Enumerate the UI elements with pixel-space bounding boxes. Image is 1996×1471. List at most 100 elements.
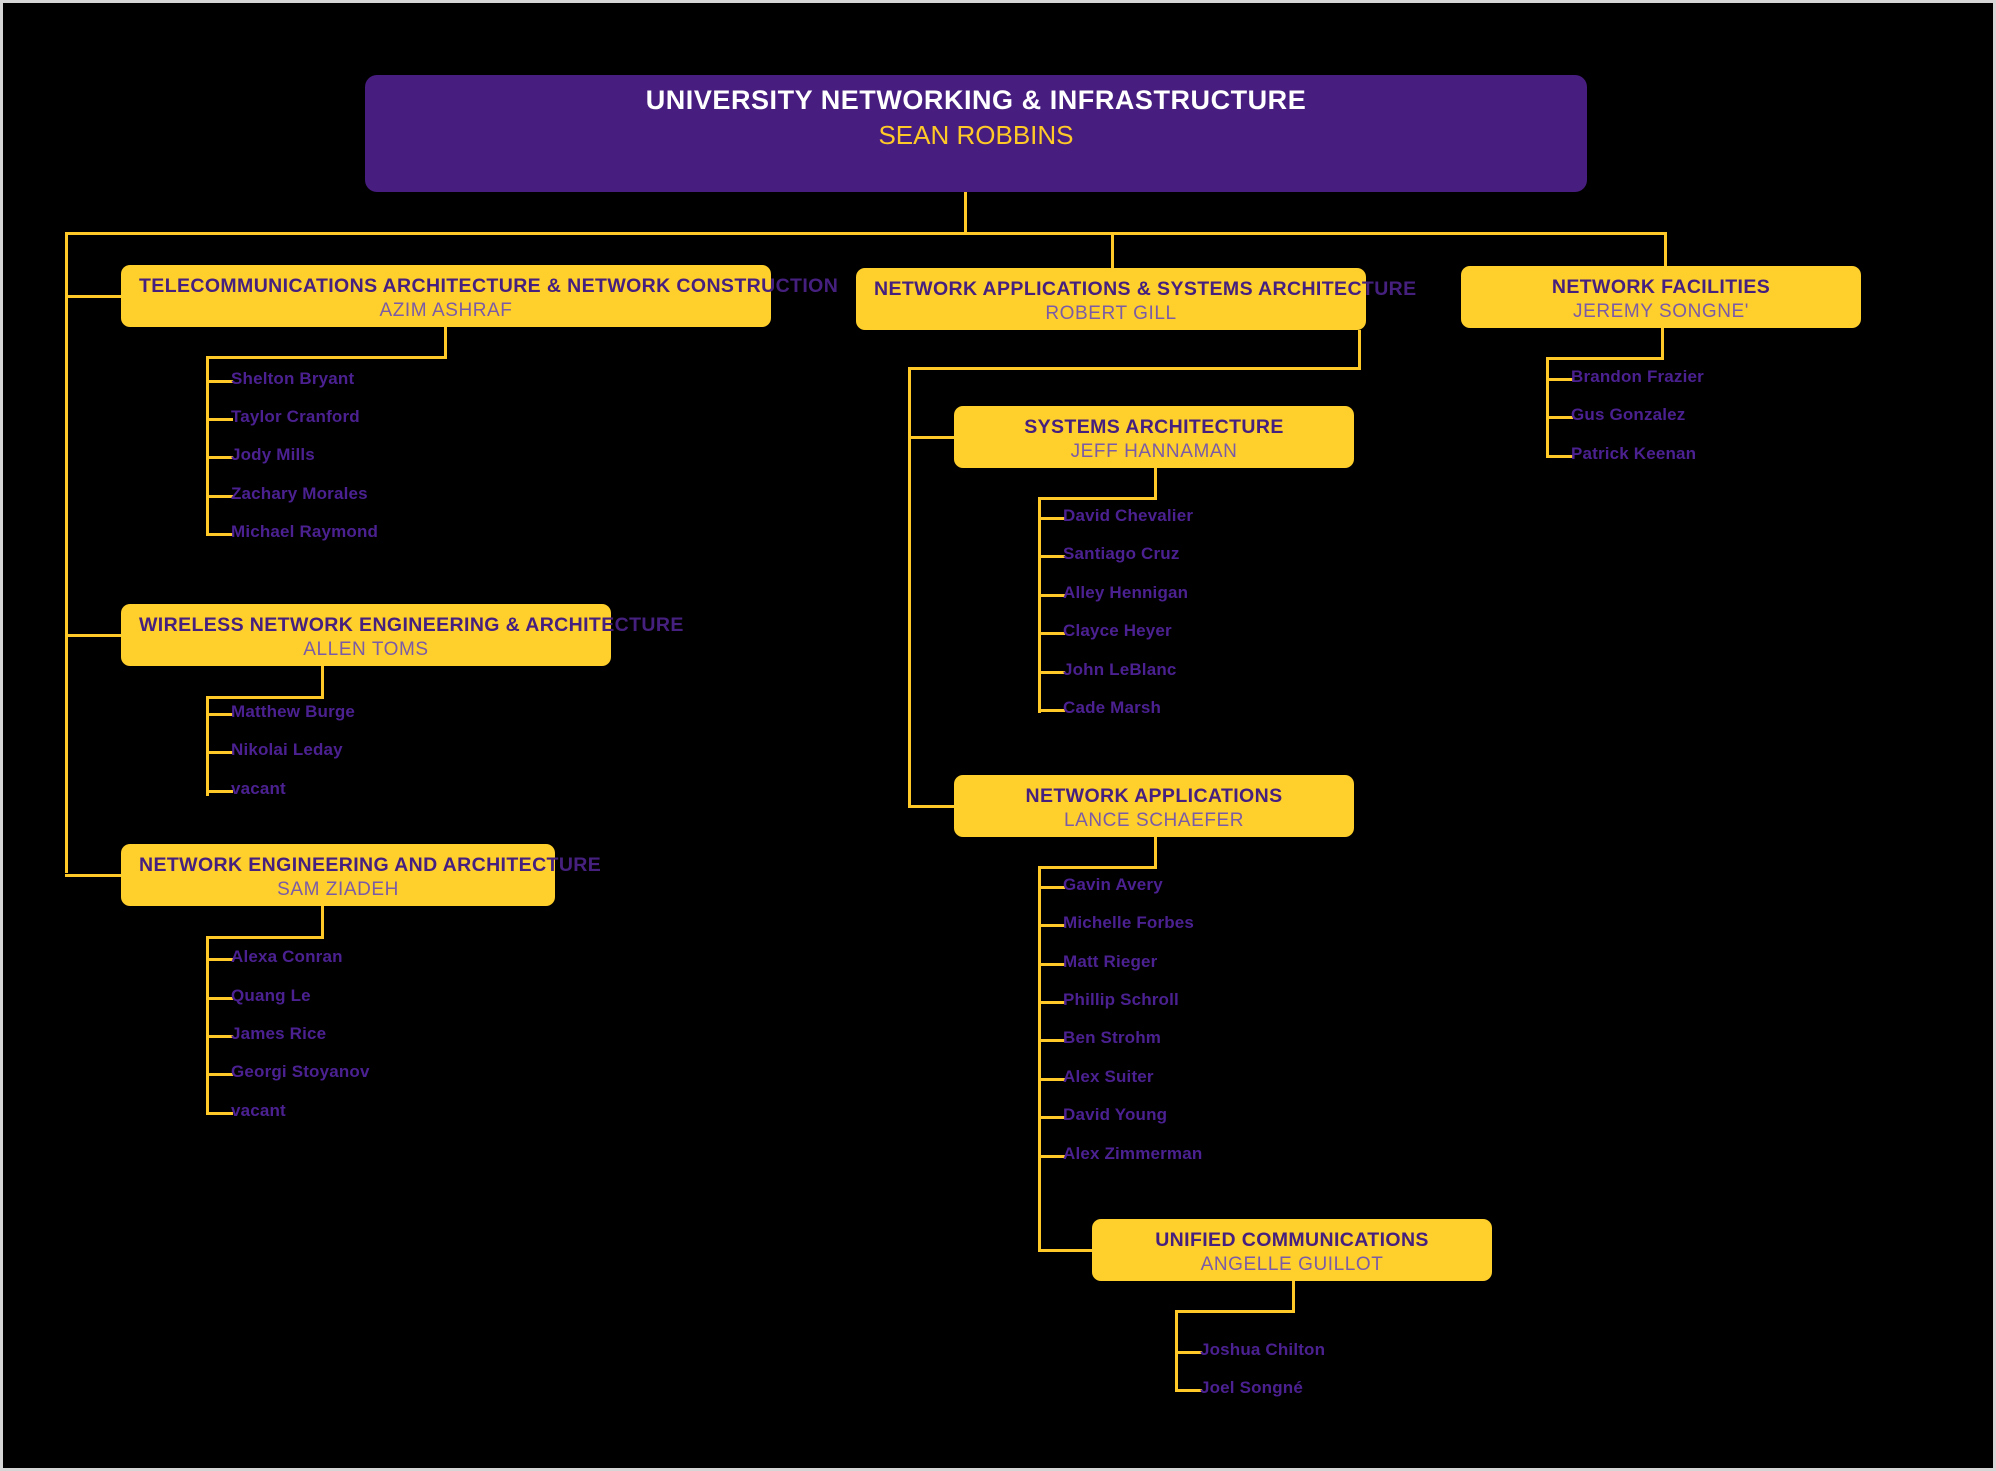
connector-telecom-tick bbox=[206, 456, 233, 459]
connector-telecom-tick bbox=[206, 533, 233, 536]
node-systems-architecture[interactable]: SYSTEMS ARCHITECTURE JEFF HANNAMAN bbox=[954, 406, 1354, 468]
node-title: NETWORK FACILITIES bbox=[1551, 276, 1771, 298]
node-person: SEAN ROBBINS bbox=[878, 119, 1074, 150]
node-title: NETWORK APPLICATIONS & SYSTEMS ARCHITECT… bbox=[874, 278, 1417, 300]
staff-name: David Young bbox=[1063, 1105, 1168, 1124]
staff-name: Zachary Morales bbox=[231, 484, 368, 503]
connector-telecom-tick bbox=[206, 380, 233, 383]
staff-name: Alex Zimmerman bbox=[1063, 1144, 1203, 1163]
connector-wireless-elbow bbox=[206, 696, 324, 699]
connector-left-spine bbox=[65, 232, 68, 873]
connector-facilities-tick bbox=[1546, 416, 1573, 419]
node-title: UNIFIED COMMUNICATIONS bbox=[1155, 1229, 1429, 1251]
node-person: ANGELLE GUILLOT bbox=[1200, 1254, 1384, 1275]
staff-name: Quang Le bbox=[231, 986, 311, 1005]
staff-name: Ben Strohm bbox=[1063, 1028, 1162, 1047]
connector-facilities-tick bbox=[1546, 378, 1573, 381]
connector-wireless-staff-spine bbox=[206, 696, 209, 796]
connector-sysarch-tick bbox=[1038, 517, 1065, 520]
node-wireless-network-engineering[interactable]: WIRELESS NETWORK ENGINEERING & ARCHITECT… bbox=[121, 604, 683, 666]
connector-netengarch-elbow bbox=[206, 936, 324, 939]
staff-name: Shelton Bryant bbox=[231, 369, 355, 388]
staff-name: Gavin Avery bbox=[1063, 875, 1163, 894]
staff-name: Michelle Forbes bbox=[1063, 913, 1195, 932]
connector-netapps-tick bbox=[1038, 1155, 1065, 1158]
connector-facilities-elbow bbox=[1546, 357, 1664, 360]
connector-middle-sub-elbow bbox=[908, 367, 1361, 370]
node-unified-communications[interactable]: UNIFIED COMMUNICATIONS ANGELLE GUILLOT bbox=[1092, 1219, 1492, 1281]
staff-name: Matt Rieger bbox=[1063, 952, 1158, 971]
connector-telecom-tick bbox=[206, 418, 233, 421]
node-title: TELECOMMUNICATIONS ARCHITECTURE & NETWOR… bbox=[139, 275, 839, 297]
staff-name: Alex Suiter bbox=[1063, 1067, 1154, 1086]
connector-sysarch-tick bbox=[1038, 671, 1065, 674]
connector-unified-staff-spine bbox=[1175, 1310, 1178, 1389]
staff-name: Phillip Schroll bbox=[1063, 990, 1179, 1009]
connector-unified-elbow bbox=[1175, 1310, 1295, 1313]
connector-unified-drop bbox=[1292, 1281, 1295, 1312]
node-network-facilities[interactable]: NETWORK FACILITIES JEREMY SONGNE' bbox=[1461, 266, 1861, 328]
connector-netengarch-staff-spine bbox=[206, 936, 209, 1114]
node-person: ROBERT GILL bbox=[1045, 303, 1177, 324]
connector-sysarch-tick bbox=[1038, 555, 1065, 558]
node-root-university-networking[interactable]: UNIVERSITY NETWORKING & INFRASTRUCTURE S… bbox=[365, 75, 1587, 192]
connector-sysarch-tick bbox=[1038, 594, 1065, 597]
staff-name: Joel Songné bbox=[1200, 1378, 1303, 1397]
connector-middle-drop bbox=[1111, 232, 1114, 268]
node-person: ALLEN TOMS bbox=[303, 639, 429, 660]
connector-facilities-drop bbox=[1661, 328, 1664, 359]
staff-name: Alexa Conran bbox=[231, 947, 343, 966]
connector-left-stub-wireless bbox=[65, 634, 125, 637]
connector-netapps-tick bbox=[1038, 1039, 1065, 1042]
staff-name: Gus Gonzalez bbox=[1571, 405, 1686, 424]
staff-name: John LeBlanc bbox=[1063, 660, 1177, 679]
node-network-engineering-architecture[interactable]: NETWORK ENGINEERING AND ARCHITECTURE SAM… bbox=[121, 844, 601, 906]
connector-root-stem bbox=[964, 192, 967, 234]
node-person: JEFF HANNAMAN bbox=[1070, 441, 1238, 462]
connector-sysarch-elbow bbox=[1038, 497, 1157, 500]
connector-telecom-tick bbox=[206, 495, 233, 498]
connector-facilities-tick bbox=[1546, 455, 1573, 458]
connector-left-stub-netengarch bbox=[65, 874, 125, 877]
staff-name: Jody Mills bbox=[231, 445, 315, 464]
connector-sysarch-staff-spine bbox=[1038, 497, 1041, 713]
connector-middle-stub-sysarch bbox=[908, 436, 958, 439]
node-person: JEREMY SONGNE' bbox=[1573, 301, 1749, 322]
connector-netapps-tick bbox=[1038, 1116, 1065, 1119]
staff-name: Clayce Heyer bbox=[1063, 621, 1172, 640]
connector-wireless-drop bbox=[321, 666, 324, 698]
node-title: NETWORK APPLICATIONS bbox=[1025, 785, 1283, 807]
connector-netapps-staff-spine bbox=[1038, 866, 1041, 1252]
connector-facilities-staff-spine bbox=[1546, 357, 1549, 457]
connector-main-bus bbox=[65, 232, 1667, 235]
connector-wireless-tick bbox=[206, 751, 233, 754]
connector-netapps-tick bbox=[1038, 1001, 1065, 1004]
node-title: UNIVERSITY NETWORKING & INFRASTRUCTURE bbox=[645, 85, 1307, 115]
connector-wireless-tick bbox=[206, 790, 233, 793]
connector-middle-sub-spine bbox=[908, 367, 911, 807]
connector-netengarch-tick bbox=[206, 1073, 233, 1076]
node-network-applications[interactable]: NETWORK APPLICATIONS LANCE SCHAEFER bbox=[954, 775, 1354, 837]
node-person: SAM ZIADEH bbox=[277, 879, 399, 900]
connector-middle-stub-unified bbox=[1038, 1249, 1095, 1252]
staff-name: Nikolai Leday bbox=[231, 740, 343, 759]
connector-middle-stub-netapps bbox=[908, 805, 958, 808]
staff-name: Matthew Burge bbox=[231, 702, 356, 721]
connector-middle-sub-drop bbox=[1358, 330, 1361, 369]
connector-netengarch-tick bbox=[206, 958, 233, 961]
connector-netapps-tick bbox=[1038, 963, 1065, 966]
connector-wireless-tick bbox=[206, 713, 233, 716]
node-telecommunications-architecture[interactable]: TELECOMMUNICATIONS ARCHITECTURE & NETWOR… bbox=[121, 265, 839, 327]
connector-sysarch-tick bbox=[1038, 709, 1065, 712]
connector-left-stub-telecom bbox=[65, 295, 125, 298]
connector-netapps-drop bbox=[1154, 837, 1157, 868]
connector-telecom-elbow bbox=[206, 356, 447, 359]
staff-name: Patrick Keenan bbox=[1571, 444, 1697, 463]
connector-netengarch-tick bbox=[206, 997, 233, 1000]
staff-name: Michael Raymond bbox=[231, 522, 379, 541]
connector-netengarch-drop bbox=[321, 906, 324, 938]
staff-name: Taylor Cranford bbox=[231, 407, 360, 426]
node-title: SYSTEMS ARCHITECTURE bbox=[1024, 416, 1284, 438]
node-network-applications-systems-architecture[interactable]: NETWORK APPLICATIONS & SYSTEMS ARCHITECT… bbox=[856, 268, 1417, 330]
